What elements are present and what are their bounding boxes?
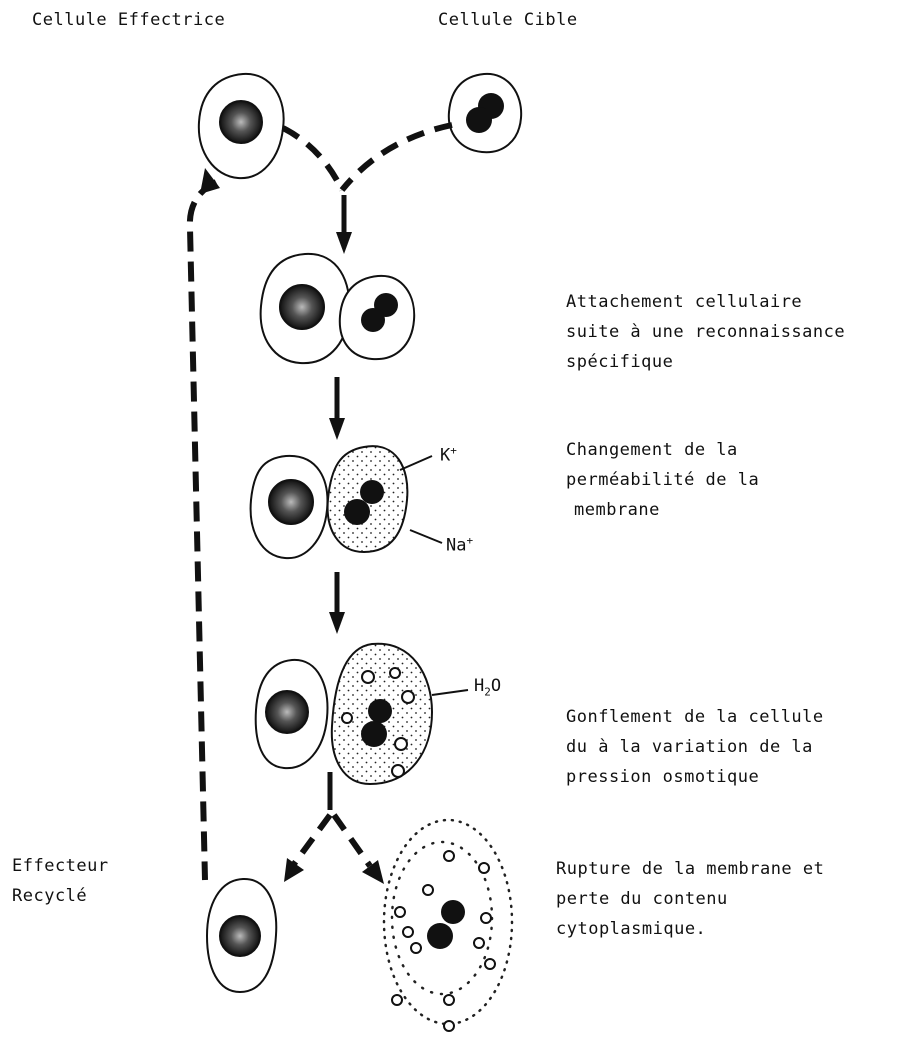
recycled-label-line1: Effecteur xyxy=(12,852,109,880)
water-h: H xyxy=(474,676,484,696)
target-cell-label: Cellule Cible xyxy=(438,6,578,34)
lysed-target-cell xyxy=(384,820,512,1031)
recycled-label-line2: Recyclé xyxy=(12,882,87,910)
step-rupture-line2: perte du contenu xyxy=(556,885,728,913)
step-swelling-line1: Gonflement de la cellule xyxy=(566,703,824,731)
effector-cell-label: Cellule Effectrice xyxy=(32,6,225,34)
recycled-effector-nucleus xyxy=(220,916,260,956)
sodium-charge: + xyxy=(466,534,473,547)
step-attachment-line3: spécifique xyxy=(566,348,673,376)
potassium-ion-label: K+ xyxy=(440,444,457,466)
step-attachment-line2: suite à une reconnaissance xyxy=(566,318,845,346)
step-rupture-line1: Rupture de la membrane et xyxy=(556,855,824,883)
water-subscript: 2 xyxy=(484,685,491,698)
merge-line-left xyxy=(283,128,342,190)
recycle-loop xyxy=(190,182,216,880)
effector-nucleus xyxy=(220,101,262,143)
step-swelling-line3: pression osmotique xyxy=(566,763,759,791)
potassium-charge: + xyxy=(450,444,457,457)
potassium-symbol: K xyxy=(440,446,450,466)
effector-nucleus-step3 xyxy=(266,691,308,733)
merge-line-right xyxy=(342,125,452,190)
arrow-1 xyxy=(336,195,352,254)
sodium-symbol: Na xyxy=(446,536,466,556)
k-pointer xyxy=(400,456,432,470)
step-permeability-line2: perméabilité de la xyxy=(566,466,759,494)
arrow-2 xyxy=(329,377,345,440)
water-pointer xyxy=(432,690,468,695)
step-permeability-line1: Changement de la xyxy=(566,436,738,464)
water-label: H2O xyxy=(474,676,501,698)
step-attachment-line1: Attachement cellulaire xyxy=(566,288,802,316)
arrow-to-lysed xyxy=(334,815,384,884)
sodium-ion-label: Na+ xyxy=(446,534,473,556)
arrow-to-recycled xyxy=(284,815,330,882)
arrow-3 xyxy=(329,572,345,634)
step-rupture-line3: cytoplasmique. xyxy=(556,915,706,943)
step-permeability-line3: membrane xyxy=(574,496,660,524)
attached-effector-nucleus xyxy=(280,285,324,329)
water-o: O xyxy=(491,676,501,696)
effector-nucleus-step2 xyxy=(269,480,313,524)
na-pointer xyxy=(410,530,442,543)
recycle-loop-head xyxy=(200,168,220,194)
step-swelling-line2: du à la variation de la xyxy=(566,733,813,761)
